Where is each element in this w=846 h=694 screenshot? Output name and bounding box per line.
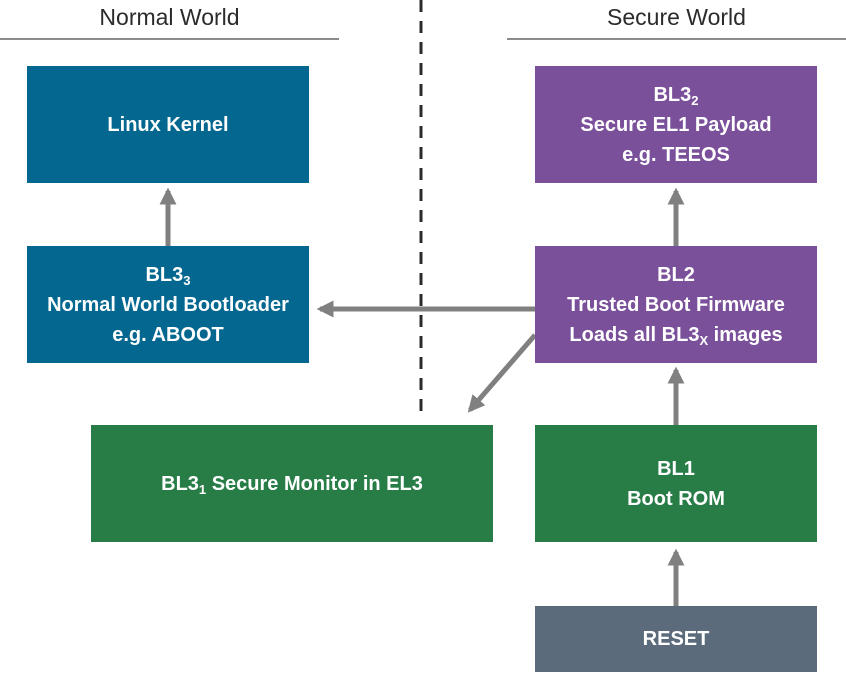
reset-block: RESET: [535, 606, 817, 672]
bl32-description: Secure EL1 Payload: [580, 113, 772, 136]
bl32-title: BL32: [653, 83, 699, 108]
reset-label: RESET: [642, 628, 710, 650]
bl33-example: e.g. ABOOT: [112, 323, 224, 346]
bl31-label: BL31 Secure Monitor in EL3: [161, 472, 423, 497]
bl33-normal-world-bootloader-block: BL33 Normal World Bootloader e.g. ABOOT: [27, 246, 309, 363]
linux-kernel-block: Linux Kernel: [27, 66, 309, 183]
bl1-description: Boot ROM: [627, 487, 725, 510]
bl1-boot-rom-block: BL1 Boot ROM: [535, 425, 817, 542]
bl2-loads-note: Loads all BL3X images: [569, 323, 783, 348]
normal-world-heading: Normal World: [99, 4, 240, 30]
linux-kernel-label: Linux Kernel: [107, 113, 229, 136]
bl31-secure-monitor-block: BL31 Secure Monitor in EL3: [91, 425, 493, 542]
secure-world-heading: Secure World: [607, 4, 746, 30]
bl2-title: BL2: [657, 263, 695, 286]
bl2-description: Trusted Boot Firmware: [567, 293, 785, 316]
arrow-bl2-to-bl31: [467, 333, 537, 413]
bl2-trusted-boot-firmware-block: BL2 Trusted Boot Firmware Loads all BL3X…: [535, 246, 817, 363]
bl1-title: BL1: [657, 457, 695, 480]
bl32-example: e.g. TEEOS: [622, 143, 730, 166]
bl33-title: BL33: [145, 263, 191, 288]
bl32-secure-el1-payload-block: BL32 Secure EL1 Payload e.g. TEEOS: [535, 66, 817, 183]
bl33-description: Normal World Bootloader: [47, 293, 289, 316]
